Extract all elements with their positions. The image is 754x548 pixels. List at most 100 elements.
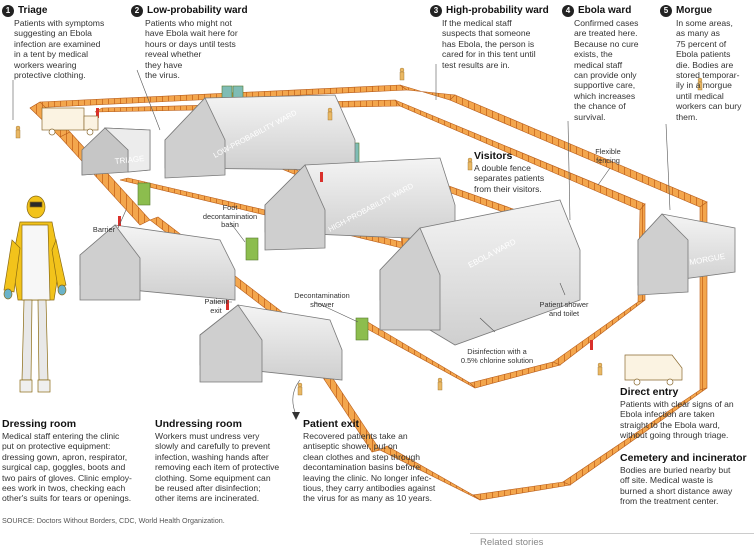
patient-exit-callout: Patient exit Recovered patients take an … [303,418,451,504]
flexible-line-2: fencing [596,155,620,165]
tent-undressing [199,304,343,383]
morgue-body-10: them. [676,111,698,122]
decon-line-1: Decontamination [294,291,350,300]
dressing-body-1: Medical staff entering the clinic [2,431,120,441]
high-body-1: If the medical staff [442,18,512,28]
triage-body-2: suggesting an Ebola [14,28,92,39]
direct-body-4: without going through triage. [620,430,729,441]
dressing-body-3: dressing gown, apron, respirator, [2,451,128,462]
direct-body-1: Patients with clear signs of an [620,399,734,409]
ebola-body-2: are treated here. [574,28,638,39]
morgue-body-3: 75 percent of [676,38,727,49]
ebola-body-1: Confirmed cases [574,18,639,28]
undressing-title: Undressing room [155,418,242,430]
exit-body-7: the virus for as many as 10 years. [303,493,432,504]
shower-line-2: and toilet [549,308,579,318]
low-body-4: reveal whether [145,49,202,60]
dressing-room-callout: Dressing room Medical staff entering the… [2,418,150,504]
tent-dressing [79,224,236,301]
triage-body-6: protective clothing. [14,70,86,81]
low-body-3: hours or days until tests [145,38,236,49]
ebola-body-5: medical staff [574,59,623,70]
morgue-number: 5 [660,5,672,17]
undressing-room-callout: Undressing room Workers must undress ver… [155,418,300,504]
triage-body-1: Patients with symptoms [14,18,105,28]
callout-lines [12,64,671,416]
low-body-5: they have [145,59,183,70]
disinfection-line-1: Disinfection with a [467,347,527,356]
protective-suit-figure [3,195,67,393]
visitors-callout: Visitors A double fence separates patien… [474,150,574,194]
decon-line-2: shower [310,299,334,309]
high-body-2: suspects that someone [442,28,531,39]
tent-ebola [379,199,581,346]
undressing-body-5: clothing. Some equipment can [155,472,271,483]
undressing-body-1: Workers must undress very [155,431,260,441]
high-body-4: cared for in this tent until [442,49,536,60]
dressing-body-6: ees work in twos, checking each [2,483,126,494]
exit-body-5: leaving the clinic. No longer infec- [303,472,432,483]
source-credit: SOURCE: Doctors Without Borders, CDC, Wo… [2,516,225,525]
morgue-body-6: stored temporar- [676,70,740,81]
high-body-5: test results are in. [442,59,510,70]
morgue-body-2: as many as [676,28,720,39]
dressing-body-5: two pairs of gloves. Clinic employ- [2,472,132,483]
undressing-body-7: other items are incinerated. [155,493,260,504]
undressing-body-3: infection, washing hands after [155,451,269,462]
tent-triage [81,127,151,176]
patient-exit-line-2: exit [210,305,222,315]
visitors-title: Visitors [474,150,513,162]
related-stories-link[interactable]: Related stories [480,537,544,548]
undressing-body-6: be reused after disinfection; [155,483,261,494]
exit-body-3: clean clothes and step through [303,451,421,462]
cemetery-title: Cemetery and incinerator [620,452,747,464]
visitors-body-3: from their visitors. [474,183,542,194]
cemetery-body-4: from the treatment center. [620,496,719,507]
foot-line-2: decontamination [202,211,258,221]
disinfection-line-2: 0.5% chlorine solution [460,355,534,365]
flexible-line-1: Flexible [595,147,621,156]
ebola-ward-callout: 4 Ebola ward Confirmed cases are treated … [562,5,652,122]
exit-arrow-icon [292,412,300,420]
dressing-body-7: other's suits for tears or openings. [2,493,132,504]
exit-body-6: tious, they carry antibodies against [303,483,436,494]
related-divider [470,533,754,534]
high-body-3: has Ebola, the person is [442,38,535,49]
low-number: 2 [131,5,143,17]
decon-shower-label: Decontamination shower [282,291,362,309]
exit-title: Patient exit [303,418,360,430]
dressing-body-4: surgical cap, goggles, boots and [2,462,126,473]
foot-line-1: Foot [222,203,238,212]
truck-icon [41,107,99,136]
exit-body-1: Recovered patients take an [303,431,408,441]
visitors-body-2: separates patients [474,173,545,184]
triage-body-5: workers wearing [14,59,77,70]
morgue-body-4: Ebola patients [676,49,731,60]
exit-body-4: decontamination basins before [303,462,421,473]
direct-entry-callout: Direct entry Patients with clear signs o… [620,386,752,441]
people-figures [15,67,703,396]
triage-body-3: infection are examined [14,38,101,49]
ebola-number: 4 [562,5,574,17]
barrier-label: Barrier [92,225,116,234]
red-barriers [96,108,593,350]
high-number: 3 [430,5,442,17]
triage-title: Triage [18,5,48,16]
tent-high [264,157,456,251]
dressing-body-2: put on protective equipment: [2,441,111,452]
ebola-body-6: can provide only [574,70,637,81]
foot-basin-label: Foot decontamination basin [190,203,270,230]
ebola-title: Ebola ward [578,5,632,16]
morgue-body-9: workers can bury [676,101,742,112]
tent-low [164,94,356,179]
cemetery-callout: Cemetery and incinerator Bodies are buri… [620,452,752,507]
undressing-body-4: removing each item of protective [155,462,280,473]
cemetery-body-1: Bodies are buried nearby but [620,465,731,475]
low-body-6: the virus. [145,70,180,81]
foot-line-3: basin [221,220,239,230]
ebola-body-8: which increases [574,90,636,101]
morgue-body-7: ily in a morgue [676,80,732,91]
